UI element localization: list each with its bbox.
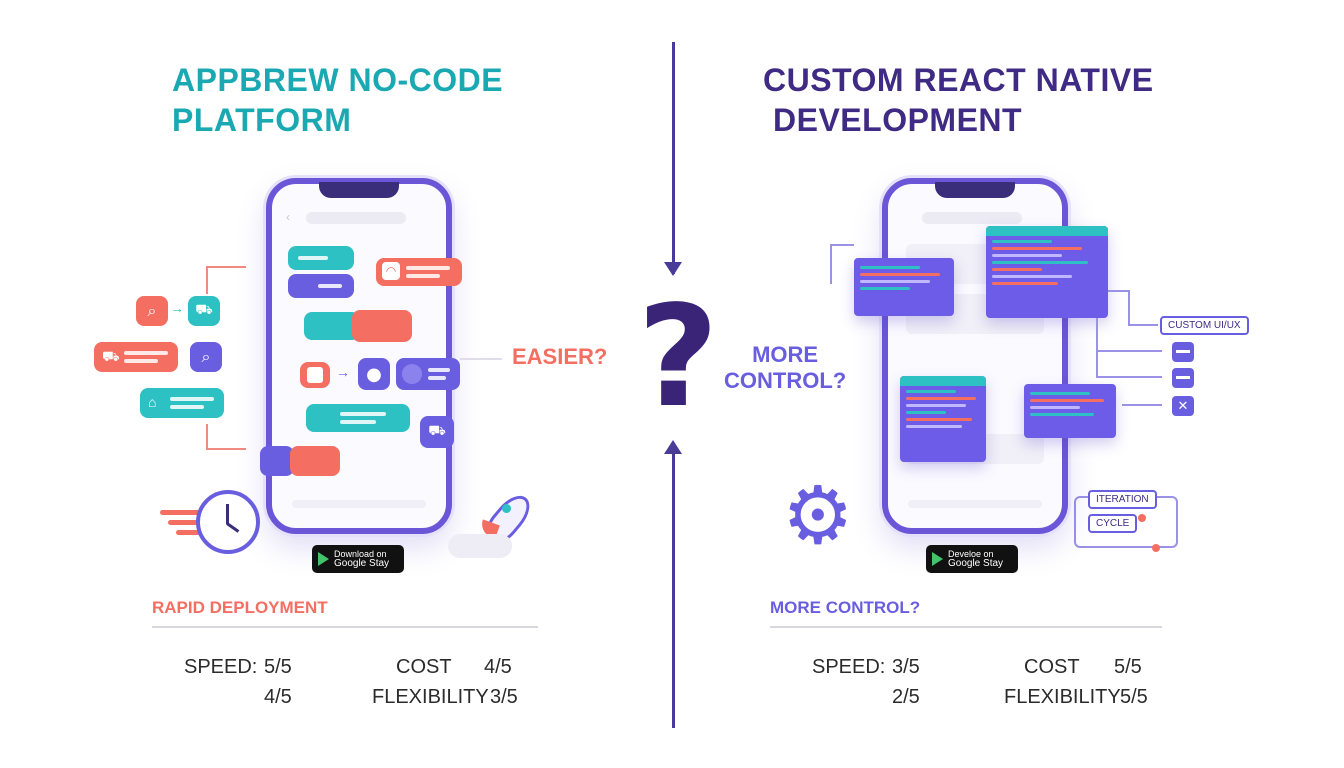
clock-icon xyxy=(196,490,260,554)
iteration-tag: ITERATION xyxy=(1088,490,1157,509)
phone-bottom-nav xyxy=(908,500,1042,508)
phone-bottom-nav xyxy=(292,500,426,508)
close-icon[interactable]: ✕ xyxy=(1172,396,1194,416)
left-title-line2: PLATFORM xyxy=(172,102,352,138)
code-panel-bottom-left xyxy=(900,376,986,462)
cycle-tag: CYCLE xyxy=(1088,514,1138,533)
connector-line xyxy=(830,244,854,246)
phone-search-bar xyxy=(922,212,1022,224)
connector-line xyxy=(206,448,246,450)
phone-search-bar xyxy=(306,212,406,224)
play-icon xyxy=(932,552,943,566)
right-title: CUSTOM REACT NATIVE DEVELOPMENT xyxy=(763,60,1183,140)
connector-line xyxy=(1096,350,1162,352)
connector-line xyxy=(1096,376,1162,378)
right-speed-value: 3/5 xyxy=(892,656,920,678)
teal-list-block xyxy=(306,404,410,432)
callout-line1: MORE xyxy=(752,342,819,367)
store-big-text: Google Stay xyxy=(948,558,1004,569)
headset-icon: ◠ xyxy=(382,262,400,280)
user-icon: ● xyxy=(358,358,390,390)
arrow-right-icon: → xyxy=(170,300,184,316)
right-flex-value: 5/5 xyxy=(1120,686,1148,708)
store-small-text: Download on xyxy=(334,549,387,559)
teal-row-block: ⌂ xyxy=(140,388,224,418)
connector-line xyxy=(1122,404,1162,406)
right-title-line1: CUSTOM REACT NATIVE xyxy=(763,62,1154,98)
left-section-label: RAPID DEPLOYMENT xyxy=(152,598,328,617)
teal-block xyxy=(288,246,354,270)
question-mark-icon: ? xyxy=(637,276,719,439)
store-badge-right[interactable]: Develoe on Google Stay xyxy=(926,545,1018,573)
left-flex-value: 3/5 xyxy=(490,686,518,708)
connector-line xyxy=(206,424,208,450)
callout-line2: CONTROL? xyxy=(724,368,847,393)
violet-small-block xyxy=(260,446,294,476)
connector-line xyxy=(1128,324,1158,326)
right-title-line2: DEVELOPMENT xyxy=(773,102,1023,138)
code-panel-top xyxy=(986,226,1108,318)
connector-line xyxy=(830,244,832,284)
center-divider-bottom xyxy=(672,452,675,728)
speed-lines xyxy=(160,510,200,535)
left-title-line1: APPBREW NO-CODE xyxy=(172,62,504,98)
connector-line xyxy=(1128,290,1130,326)
cycle-dot xyxy=(1152,544,1160,552)
back-icon: ‹ xyxy=(286,210,290,224)
list-row-icon xyxy=(300,362,330,388)
left-unlabeled-value: 4/5 xyxy=(264,686,292,708)
right-cost-label: COST xyxy=(1024,656,1080,678)
left-cost-label: COST xyxy=(396,656,452,678)
store-big-text: Google Stay xyxy=(334,558,390,569)
play-icon xyxy=(318,552,329,566)
arrow-down-icon xyxy=(664,262,682,276)
coral-block-right: ◠ xyxy=(376,258,462,286)
left-phone: ‹ xyxy=(266,178,452,534)
right-divider xyxy=(770,626,1162,628)
tools-icon: ⚙ xyxy=(782,469,854,562)
connector-line xyxy=(206,266,208,294)
violet-block xyxy=(288,274,354,298)
easier-callout: EASIER? xyxy=(512,344,608,369)
cart-icon: ⛟ xyxy=(188,296,220,326)
cart-row-block: ⛟ xyxy=(94,342,178,372)
store-badge-left[interactable]: Download on Google Stay xyxy=(312,545,404,573)
option-button-1[interactable] xyxy=(1172,342,1194,362)
option-button-2[interactable] xyxy=(1172,368,1194,388)
right-section-label: MORE CONTROL? xyxy=(770,598,921,617)
arrow-right-icon: → xyxy=(336,364,350,380)
right-cost-value: 5/5 xyxy=(1114,656,1142,678)
phone-notch xyxy=(319,182,399,198)
coral-wide-block xyxy=(352,310,412,342)
left-divider xyxy=(152,626,538,628)
cloud-icon xyxy=(448,534,512,558)
left-cost-value: 4/5 xyxy=(484,656,512,678)
teal-wide-block xyxy=(304,312,360,340)
center-divider-top xyxy=(672,42,675,274)
connector-line xyxy=(460,358,502,360)
right-speed-label: SPEED: xyxy=(812,656,886,678)
code-panel-left xyxy=(854,258,954,316)
left-title: APPBREW NO-CODE PLATFORM xyxy=(172,60,572,140)
phone-notch xyxy=(935,182,1015,198)
store-small-text: Develoe on xyxy=(948,549,994,559)
cycle-dot xyxy=(1138,514,1146,522)
code-panel-bottom-right xyxy=(1024,384,1116,438)
search-icon: ⌕ xyxy=(136,296,168,326)
custom-uiux-tag: CUSTOM UI/UX xyxy=(1160,316,1249,335)
right-flex-label: FLEXIBILITY xyxy=(1004,686,1121,708)
cart-icon: ⛟ xyxy=(420,416,454,448)
coral-bottom-block xyxy=(290,446,340,476)
connector-line xyxy=(1096,318,1098,376)
left-flex-label: FLEXIBILITY xyxy=(372,686,489,708)
profile-card xyxy=(396,358,460,390)
more-control-callout: MORE CONTROL? xyxy=(724,342,846,394)
connector-line xyxy=(206,266,246,268)
left-speed-label: SPEED: xyxy=(184,656,258,678)
search-icon: ⌕ xyxy=(190,342,222,372)
connector-line xyxy=(1108,290,1128,292)
right-unlabeled-value: 2/5 xyxy=(892,686,920,708)
arrow-up-icon xyxy=(664,440,682,454)
left-speed-value: 5/5 xyxy=(264,656,292,678)
